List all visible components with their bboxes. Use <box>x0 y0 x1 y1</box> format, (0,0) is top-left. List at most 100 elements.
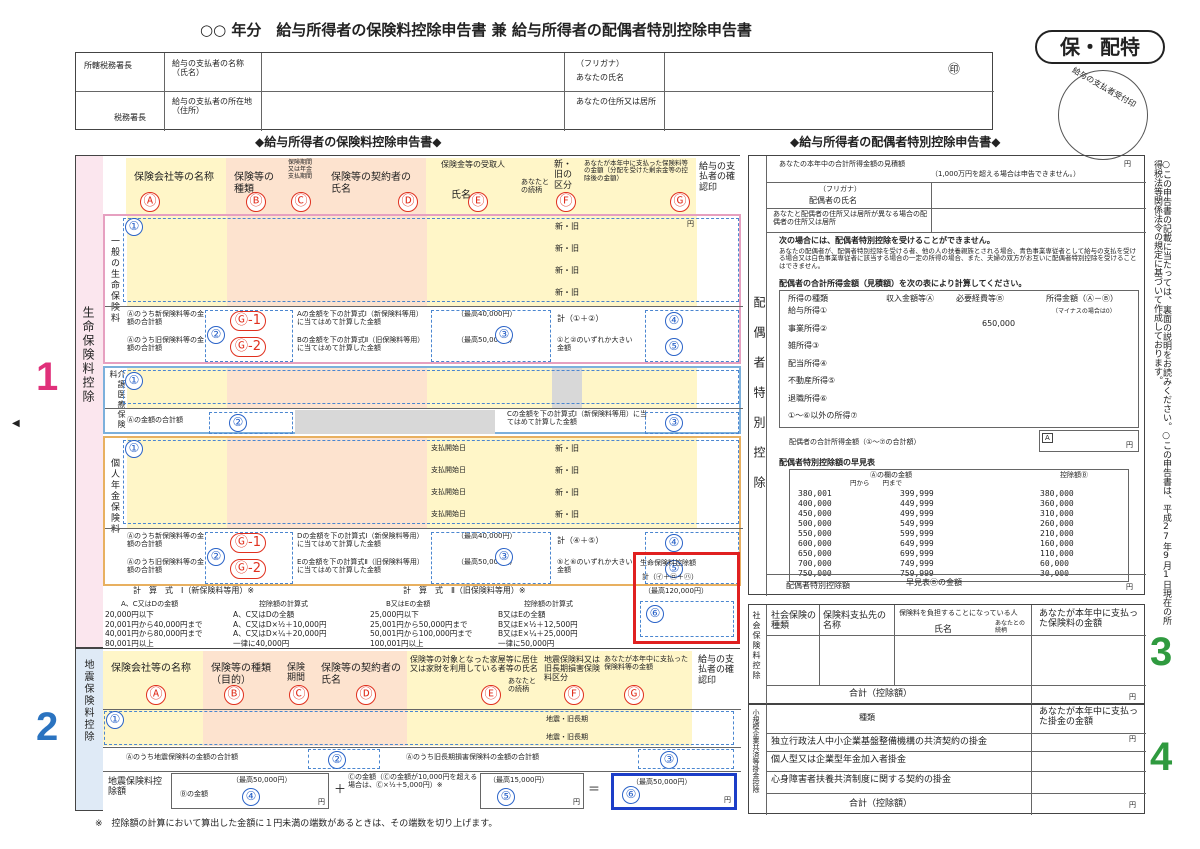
spouse-th-1: 収入金額等Ⓐ <box>886 294 934 303</box>
quick-row-7-amt: 60,000 <box>1040 559 1069 568</box>
quake-col-contractor: 保険等の契約者の氏名 <box>321 663 401 686</box>
quake-col-amount: あなたが本年中に支払った保険料等の金額 <box>604 655 688 672</box>
general-g-sum-input[interactable] <box>205 310 293 362</box>
pension-marker-5: ⑤ <box>665 560 683 578</box>
f1-row-2-formula: A、C又はD×¼＋20,000円 <box>233 629 327 638</box>
spouse-notice-body: あなたの配偶者が、配偶者特別控除を受ける者、他の人の扶養親族とされる場合、青色事… <box>779 247 1137 270</box>
quick-row-2-from: 450,000 <box>798 509 832 518</box>
social-c3-top: 保険料を負担することになっている人 <box>899 609 1018 617</box>
pension-label: 個人年金保険料 <box>109 458 119 535</box>
care-total-input[interactable] <box>645 412 739 434</box>
tax-office-label: 所轄税務署長 <box>84 61 132 70</box>
spouse-addr-diff: あなたと配偶者の住所又は居所が異なる場合の配偶者の住所又は居所 <box>773 210 927 227</box>
tax-office-label-2: 税務署長 <box>114 113 146 122</box>
quake-c-input[interactable] <box>638 749 734 769</box>
life-col-insurer: 保険会社等の名称 <box>134 172 214 183</box>
social-input-rows[interactable] <box>769 637 1143 683</box>
spouse-side-label: 配偶者特別控除 <box>752 296 766 506</box>
social-c3b: あなたとの続柄 <box>995 620 1025 634</box>
pension-calc-input[interactable] <box>431 532 551 584</box>
life-col-relation: あなたとの続柄 <box>521 178 549 195</box>
life-total-marker-6: ⑥ <box>646 605 664 623</box>
general-total-input[interactable] <box>645 310 739 362</box>
general-calc-input[interactable] <box>431 310 551 362</box>
general-marker-2: ② <box>207 326 225 344</box>
f2-row-0-amount: 25,000円以下 <box>370 610 419 619</box>
payer-name-label: 給与の支払者の名称（氏名） <box>172 59 244 78</box>
newold-2: 新・旧 <box>555 244 579 253</box>
quake-b-input[interactable] <box>308 749 380 769</box>
quake-col-target: 保険等の対象となった家屋等に居住又は家財を利用している者等の氏名 <box>410 655 538 674</box>
spouse-addr-input[interactable] <box>935 210 1141 230</box>
life-marker-b: Ⓑ <box>246 192 266 212</box>
payer-name-input[interactable] <box>266 57 560 87</box>
spouse-deduct-yen: 円 <box>1126 583 1133 591</box>
quake-col-insurer: 保険会社等の名称 <box>111 663 191 674</box>
form-title: ○○ 年分 給与所得者の保険料控除申告書 兼 給与所得者の配偶者特別控除申告書 <box>200 21 752 39</box>
f1-row-3-formula: 一律に40,000円 <box>233 638 290 648</box>
care-marker-2: ② <box>229 414 247 432</box>
insurance-section-title: ◆給与所得者の保険料控除申告書◆ <box>255 135 442 149</box>
quake-c-note: Ⓒの金額（Ⓒの金額が10,000円を超える場合は、Ⓒ×½＋5,000円）※ <box>348 773 478 790</box>
spouse-quick-b: 早見表Ⓑの金額 <box>906 578 962 587</box>
quake-col-relation: あなたとの続柄 <box>508 677 536 694</box>
general-marker-1: ① <box>125 218 143 236</box>
quake-input-area[interactable] <box>104 711 734 745</box>
pension-bigger: ⑤と⑥のいずれか大きい金額 <box>557 558 633 575</box>
payer-addr-input[interactable] <box>266 95 560 127</box>
quick-row-2-to: 499,999 <box>900 509 934 518</box>
spouse-row-1: 事業所得② <box>788 323 828 333</box>
form-badge: 保・配特 <box>1035 30 1165 64</box>
quake-marker-e: Ⓔ <box>481 685 501 705</box>
spouse-name-input[interactable] <box>935 184 1141 208</box>
quick-row-3-from: 500,000 <box>798 519 832 528</box>
quick-row-3-amt: 260,000 <box>1040 519 1074 528</box>
f1-row-2-amount: 40,001円から80,000円まで <box>105 629 203 638</box>
pension-newold-2: 新・旧 <box>555 466 579 475</box>
small-biz-r2: 個人型又は企業型年金加入者掛金 <box>771 755 907 765</box>
life-marker-e: Ⓔ <box>468 192 488 212</box>
f2-h2: 控除額の計算式 <box>524 600 573 608</box>
life-col-recipient-name: 氏名 <box>451 190 471 201</box>
quick-row-4-to: 599,999 <box>900 529 934 538</box>
pension-input-area[interactable] <box>123 440 739 524</box>
care-c-input[interactable] <box>209 412 293 434</box>
care-marker-3: ③ <box>665 414 683 432</box>
f2-row-2-formula: B又はE×¼＋25,000円 <box>498 629 578 638</box>
general-life-block: 一般の生命保険料 新・旧 新・旧 新・旧 新・旧 円 ① Ⓐのうち新保険料等の金… <box>103 214 743 364</box>
general-g1: Ⓖ-1 <box>230 311 266 331</box>
care-input-area[interactable] <box>123 370 739 404</box>
your-name-input[interactable] <box>668 57 968 87</box>
quake-marker-1: ① <box>106 711 124 729</box>
pension-g-sum-input[interactable] <box>205 532 293 584</box>
life-marker-c: Ⓒ <box>291 192 311 212</box>
care-calc-c: Cの金額を下の計算式Ⅰ（新保険料等用）に当てはめて計算した金額 <box>507 410 647 427</box>
spouse-income-yen: 円 <box>1124 160 1131 168</box>
spouse-total-input[interactable]: A 円 <box>1039 430 1139 452</box>
quake-marker-6: ⑥ <box>622 786 640 804</box>
pay-start-1: 支払開始日 <box>431 444 466 452</box>
quick-row-1-from: 400,000 <box>798 499 832 508</box>
social-c4: あなたが本年中に支払った保険料の金額 <box>1039 609 1139 630</box>
general-input-area[interactable] <box>123 218 739 302</box>
life-total-input[interactable] <box>640 601 734 637</box>
your-name-label: あなたの氏名 <box>576 73 624 82</box>
your-addr-input[interactable] <box>668 95 988 127</box>
spouse-th-0: 所得の種類 <box>788 294 828 303</box>
spouse-row-4: 不動産所得⑤ <box>788 376 836 385</box>
general-marker-5: ⑤ <box>665 338 683 356</box>
life-total-box: 生命保険料控除額 計（㋑＋㋺＋㋩） （最高120,000円） ⑥ <box>633 552 740 644</box>
quick-row-7-from: 700,000 <box>798 559 832 568</box>
quake-c-max: （最高15,000円） <box>489 776 549 784</box>
quick-row-4-from: 550,000 <box>798 529 832 538</box>
quick-row-1-to: 449,999 <box>900 499 934 508</box>
general-g2: Ⓖ-2 <box>230 337 266 357</box>
life-col-confirm: 給与の支払者の確認印 <box>699 162 736 193</box>
header-box: 所轄税務署長 税務署長 給与の支払者の名称（氏名） 給与の支払者の所在地（住所）… <box>75 52 994 131</box>
quake-kind-2: 地震・旧長期 <box>546 733 588 741</box>
quick-row-0-from: 380,001 <box>798 489 832 498</box>
quick-row-6-to: 699,999 <box>900 549 934 558</box>
general-yen: 円 <box>687 220 694 228</box>
payer-addr-label: 給与の支払者の所在地（住所） <box>172 97 252 116</box>
quick-row-0-amt: 380,000 <box>1040 489 1074 498</box>
